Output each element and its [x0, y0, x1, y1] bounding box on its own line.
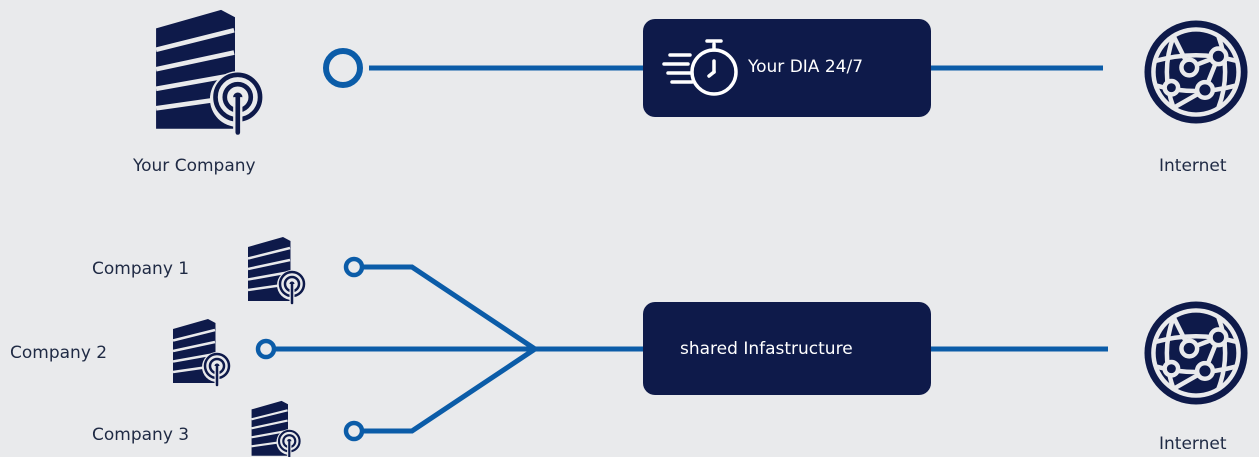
- company-1-label: Company 1: [92, 259, 190, 279]
- dia-label: Your DIA 24/7: [748, 57, 864, 77]
- shared-infrastructure-label: shared Infastructure: [680, 339, 853, 359]
- connection-node: [255, 338, 277, 360]
- building-antenna-icon: [173, 319, 232, 385]
- your-company-label: Your Company: [133, 156, 256, 176]
- shared-box: [643, 302, 931, 395]
- internet-label-bottom: Internet: [1159, 434, 1227, 454]
- building-antenna-icon: [156, 10, 266, 133]
- company-3-label: Company 3: [92, 425, 190, 445]
- globe-network-icon: [1144, 301, 1247, 404]
- building-antenna-icon: [248, 237, 307, 303]
- connection-node: [343, 256, 365, 278]
- connection-node: [343, 420, 365, 442]
- connection-node: [323, 48, 363, 88]
- building-antenna-icon: [252, 401, 303, 457]
- globe-network-icon: [1144, 20, 1247, 123]
- internet-label-top: Internet: [1159, 156, 1227, 176]
- stopwatch-icon: [662, 39, 738, 96]
- company-2-label: Company 2: [10, 343, 108, 363]
